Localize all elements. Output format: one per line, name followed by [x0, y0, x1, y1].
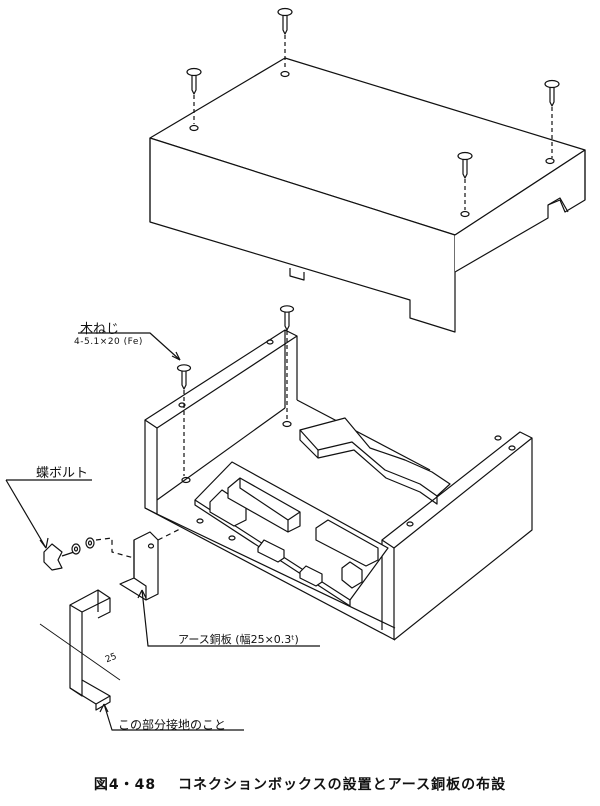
leader-arrow-wing-bolt	[40, 538, 48, 548]
cover-screw	[278, 9, 292, 77]
ground-copper-plate	[120, 528, 182, 600]
cover-screw	[458, 153, 472, 217]
leader-arrow-wood-screw	[172, 352, 180, 360]
screw-hole	[509, 446, 515, 450]
circuit-board	[195, 462, 388, 606]
figure-title: コネクションボックスの設置とアース銅板の布設	[178, 777, 507, 793]
screw-hole	[229, 536, 235, 540]
wing-bolt	[44, 538, 134, 570]
screw-hole	[267, 340, 273, 344]
cover-screw	[187, 69, 201, 131]
leader-ground-here	[104, 704, 244, 730]
cover-screw	[545, 81, 559, 164]
screw-hole	[495, 436, 501, 440]
figure-number: 図4・48	[93, 777, 157, 793]
leader-wood-screw	[78, 333, 180, 360]
figure-caption: 図4・48 コネクションボックスの設置とアース銅板の布設	[0, 774, 600, 794]
cable-bracket	[300, 418, 450, 504]
screw-hole	[197, 519, 203, 523]
leader-arrow-ground-plate	[138, 590, 146, 598]
wood-screw	[281, 306, 294, 427]
dimension-line	[40, 624, 120, 680]
ground-strap	[70, 590, 110, 710]
ground-plate-label: アース銅板 (幅25×0.3ᵗ)	[178, 633, 299, 646]
screw-hole	[179, 403, 185, 407]
box-cover	[150, 58, 585, 332]
box-base	[145, 330, 532, 640]
wood-screw	[178, 365, 191, 483]
leader-wing-bolt	[6, 480, 92, 548]
ground-here-label: この部分接地のこと	[118, 718, 227, 732]
screw-hole	[407, 522, 413, 526]
wing-bolt-label: 蝶ボルト	[36, 466, 89, 481]
leader-arrow-ground-here	[100, 704, 108, 712]
leader-ground-plate	[142, 590, 320, 646]
wood-screw-label: 木ねじ	[80, 322, 120, 337]
wood-screw-spec-label: 4-5.1×20 (Fe)	[74, 337, 143, 347]
